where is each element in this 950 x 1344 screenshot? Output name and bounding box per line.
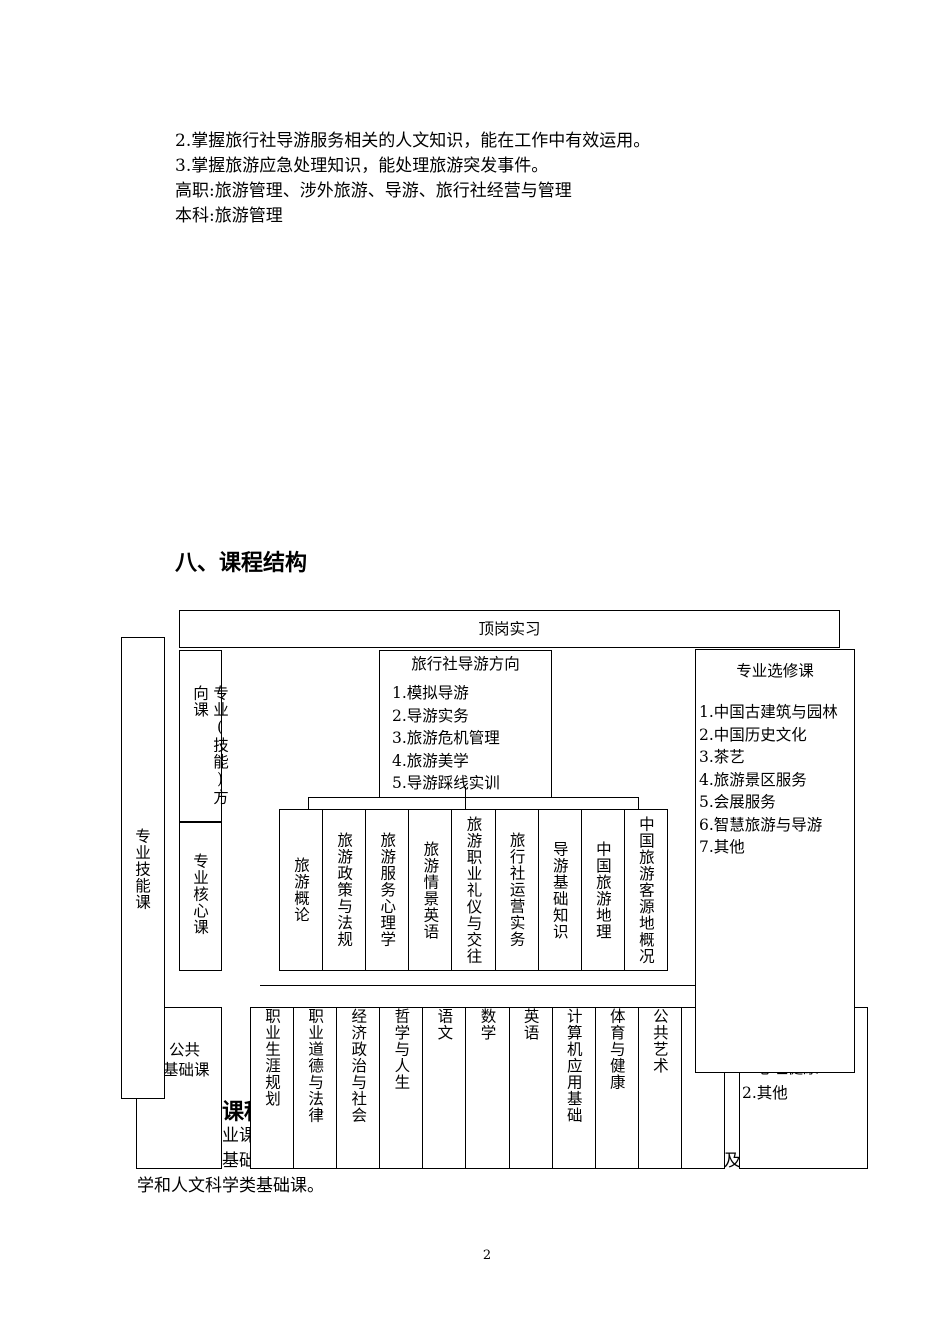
direction-course-item: 4.旅游美学 xyxy=(392,751,469,770)
core-course-cell: 中国旅游客源地概况 xyxy=(623,810,667,970)
skills-course-box: 专业技能课 xyxy=(121,637,165,1099)
public-course-cell-label: 职业生涯规划 xyxy=(263,1008,282,1107)
public-course-cell: 职业生涯规划 xyxy=(251,1008,293,1168)
core-course-cell: 旅行社运营实务 xyxy=(494,810,538,970)
direction-title-box: 旅行社导游方向 xyxy=(379,650,552,678)
core-course-label: 专业核心课 xyxy=(191,853,209,936)
core-course-cell: 中国旅游地理 xyxy=(580,810,624,970)
direction-course-item: 1.模拟导游 xyxy=(392,684,469,702)
direction-course-box: 专业(技能)方向课 xyxy=(179,650,229,822)
public-course-cell: 体育与健康 xyxy=(594,1008,638,1168)
public-course-cell: 计算机应用基础 xyxy=(551,1008,595,1168)
intro-line: 2.掌握旅行社导游服务相关的人文知识，能在工作中有效运用。 xyxy=(175,131,651,151)
public-course-cell: 哲学与人生 xyxy=(379,1008,422,1168)
intro-line: 3.掌握旅游应急处理知识，能处理旅游突发事件。 xyxy=(175,156,549,176)
elective-course-item: 1.中国古建筑与园林 xyxy=(699,703,838,721)
core-course-cell: 旅游服务心理学 xyxy=(365,810,408,970)
elective-course-item: 5.会展服务 xyxy=(699,793,776,811)
direction-list: 1.模拟导游 2.导游实务 3.旅游危机管理 4.旅游美学 5.导游踩线实训 xyxy=(379,677,552,797)
core-course-cell-label: 旅游服务心理学 xyxy=(378,832,397,948)
public-course-cell: 职业道德与法律 xyxy=(293,1008,336,1168)
public-course-cell-label: 哲学与人生 xyxy=(392,1008,411,1091)
direction-course-label: 专业(技能)方向课 xyxy=(191,685,229,806)
public-course-label: 公共 基础课 xyxy=(163,1041,210,1079)
behind-text-line: 业课 xyxy=(222,1126,256,1146)
elective-course-item: 7.其他 xyxy=(699,838,745,856)
page-number: 2 xyxy=(482,1248,492,1263)
core-course-cell: 旅游职业礼仪与交往 xyxy=(451,810,494,970)
core-course-cell-label: 旅游职业礼仪与交往 xyxy=(464,815,483,965)
connector-line xyxy=(308,797,638,798)
public-course-cell: 语文 xyxy=(422,1008,465,1168)
public-course-cell: 英语 xyxy=(508,1008,552,1168)
behind-text-line: 学和人文科学类基础课。 xyxy=(137,1176,324,1196)
elective-course-item: 4.旅游景区服务 xyxy=(699,770,807,789)
core-course-box: 专业核心课 xyxy=(179,822,222,971)
elective-course-item: 2.中国历史文化 xyxy=(699,725,807,744)
public-course-cell-label: 体育与健康 xyxy=(607,1008,626,1091)
public-course-cell-label: 数学 xyxy=(478,1008,497,1041)
connector-line xyxy=(465,787,466,809)
elective-box: 专业选修课 1.中国古建筑与园林 2.中国历史文化 3.茶艺 4.旅游景区服务 5.会展… xyxy=(695,649,855,1073)
core-course-cell-label: 中国旅游地理 xyxy=(593,840,612,940)
core-items-row: 旅游概论 旅游政策与法规 旅游服务心理学 旅游情景英语 旅游职业礼仪与交往 旅行社运营实务… xyxy=(279,809,668,971)
behind-text-line: 基础 xyxy=(222,1151,256,1171)
public-course-cell-label: 经济政治与社会 xyxy=(349,1008,368,1124)
public-items-row: 职业生涯规划 职业道德与法律 经济政治与社会 哲学与人生 语文数学英语 计算机应用基础 体育… xyxy=(250,1007,725,1169)
core-course-cell-label: 导游基础知识 xyxy=(550,840,569,940)
internship-label: 顶岗实习 xyxy=(478,620,541,638)
public-course-cell: 公共艺术 xyxy=(637,1008,681,1168)
public-course-cell-label: 职业道德与法律 xyxy=(306,1008,325,1124)
direction-course-item: 3.旅游危机管理 xyxy=(392,729,500,747)
intro-line: 本科:旅游管理 xyxy=(175,206,283,226)
direction-title: 旅行社导游方向 xyxy=(411,655,520,673)
public-course-cell-label: 公共艺术 xyxy=(650,1008,669,1074)
elective-title: 专业选修课 xyxy=(736,662,814,680)
core-course-cell: 导游基础知识 xyxy=(537,810,581,970)
core-course-cell-label: 旅行社运营实务 xyxy=(507,832,526,948)
elective-course-item: 3.茶艺 xyxy=(699,748,745,766)
core-course-cell: 旅游概论 xyxy=(280,810,322,970)
core-course-cell-label: 旅游概论 xyxy=(292,857,311,923)
public-extra-item: 2.其他 xyxy=(742,1084,788,1102)
public-course-cell: 经济政治与社会 xyxy=(336,1008,379,1168)
public-course-cell-label: 语文 xyxy=(435,1008,454,1041)
direction-course-item: 2.导游实务 xyxy=(392,706,469,725)
core-course-cell-label: 旅游政策与法规 xyxy=(335,832,354,948)
core-course-cell: 旅游政策与法规 xyxy=(322,810,365,970)
connector-line xyxy=(308,797,309,809)
connector-line xyxy=(638,797,639,809)
public-course-cell: 数学 xyxy=(465,1008,508,1168)
public-course-cell-label: 计算机应用基础 xyxy=(564,1008,583,1124)
skills-course-label: 专业技能课 xyxy=(133,828,151,911)
elective-course-item: 6.智慧旅游与导游 xyxy=(699,815,823,834)
public-course-cell-label: 英语 xyxy=(521,1008,540,1041)
core-course-cell-label: 中国旅游客源地概况 xyxy=(636,815,655,965)
core-course-cell-label: 旅游情景英语 xyxy=(421,840,440,940)
section-heading: 八、课程结构 xyxy=(175,551,308,576)
internship-box: 顶岗实习 xyxy=(179,610,840,648)
connector-line xyxy=(260,985,700,986)
direction-course-item: 5.导游踩线实训 xyxy=(392,774,500,792)
behind-text-line-end: 及 xyxy=(724,1151,741,1171)
intro-line: 高职:旅游管理、涉外旅游、导游、旅行社经营与管理 xyxy=(175,181,572,201)
core-course-cell: 旅游情景英语 xyxy=(408,810,451,970)
